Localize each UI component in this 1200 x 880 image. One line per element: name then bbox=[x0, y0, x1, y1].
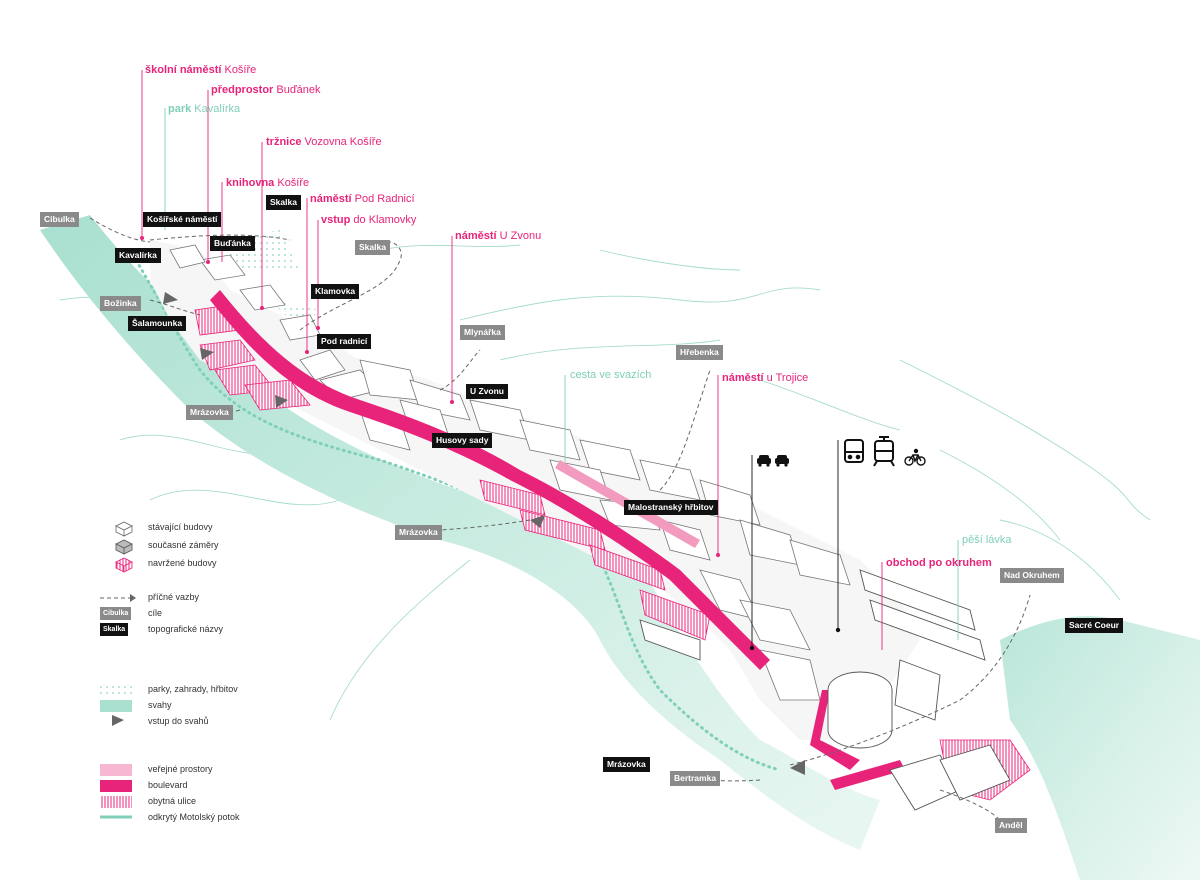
slope-band bbox=[40, 215, 880, 850]
callout-namesti-u-zvonu: náměstí U Zvonu bbox=[455, 230, 542, 242]
callout-knihovna: knihovna Košíře bbox=[226, 177, 310, 189]
target-nad-okruhem: Nad Okruhem bbox=[1000, 568, 1064, 583]
leader-dots bbox=[140, 236, 720, 557]
legend-slope-entry: vstup do svahů bbox=[148, 716, 209, 726]
callout-cesta: cesta ve svazích bbox=[570, 369, 652, 381]
callout-vstup: vstup do Klamovky bbox=[321, 214, 417, 226]
callout-park: park Kavalírka bbox=[168, 103, 241, 115]
topo-klamovka: Klamovka bbox=[311, 284, 360, 299]
target-mrazovka-1: Mrázovka bbox=[186, 405, 233, 420]
slope-band-right bbox=[1000, 616, 1200, 880]
slope-entry-arrows bbox=[163, 292, 805, 775]
target-bozinka: Božinka bbox=[100, 296, 141, 311]
callout-leaders bbox=[141, 70, 959, 650]
target-andel: Anděl bbox=[995, 818, 1027, 833]
legend-motolsky-potok: odkrytý Motolský potok bbox=[148, 812, 240, 822]
topo-salamounka: Šalamounka bbox=[128, 316, 187, 331]
topo-husovy-sady: Husovy sady bbox=[432, 433, 493, 448]
bus-icon bbox=[844, 439, 864, 463]
topo-kavalirka: Kavalírka bbox=[115, 248, 161, 263]
topo-malostransky-hrbitov: Malostranský hřbitov bbox=[624, 500, 718, 515]
legend-residential-street: obytná ulice bbox=[148, 796, 197, 806]
legend-existing: stávající budovy bbox=[148, 522, 213, 532]
topo-u-zvonu: U Zvonu bbox=[466, 384, 508, 399]
topo-sacre-coeur: Sacré Coeur bbox=[1065, 618, 1124, 633]
boulevard-east bbox=[830, 760, 905, 790]
legend-cross-links: příčné vazby bbox=[148, 592, 200, 602]
legend-parks: parky, zahrady, hřbitov bbox=[148, 684, 238, 694]
legend-symbols bbox=[100, 521, 136, 819]
legend-target-sample: Cibulka bbox=[100, 607, 132, 620]
legend-targets: Cibulka cíle bbox=[98, 607, 338, 622]
contour-lines bbox=[59, 244, 1151, 721]
legend-slopes: svahy bbox=[148, 700, 172, 710]
leader-dots-black bbox=[749, 627, 841, 651]
topo-budanka: Buďánka bbox=[210, 236, 255, 251]
callout-namesti-u-trojice: náměstí u Trojice bbox=[722, 372, 809, 384]
legend-proposed: navržené budovy bbox=[148, 558, 217, 568]
motolsky-potok-line bbox=[128, 248, 782, 772]
callout-trznice: tržnice Vozovna Košíře bbox=[266, 136, 382, 148]
boulevard-south bbox=[810, 690, 860, 770]
planned-buildings bbox=[639, 569, 1011, 811]
callout-predprostor: předprostor Buďánek bbox=[211, 84, 321, 96]
car-icon bbox=[757, 455, 771, 467]
bicycle-icon bbox=[904, 448, 926, 466]
legend-public-spaces: veřejné prostory bbox=[148, 764, 213, 774]
target-hrebenka: Hřebenka bbox=[676, 345, 723, 360]
topo-pod-radnici: Pod radnicí bbox=[317, 334, 372, 349]
callout-skolni-namesti: školní náměstí Košíře bbox=[145, 64, 257, 76]
target-mlynarka: Mlynářka bbox=[460, 325, 505, 340]
callout-obchod: obchod po okruhem bbox=[886, 557, 992, 569]
target-skalka: Skalka bbox=[355, 240, 390, 255]
callout-namesti-pod-radnici: náměstí Pod Radnicí bbox=[310, 193, 415, 205]
topo-mrazovka: Mrázovka bbox=[603, 757, 650, 772]
topo-kosirske-namesti: Košířské náměstí bbox=[143, 212, 222, 227]
tram-icon bbox=[873, 436, 895, 467]
legend-topo-sample: Skalka bbox=[100, 623, 129, 636]
target-bertramka: Bertramka bbox=[670, 771, 721, 786]
legend-current-plans: současné záměry bbox=[148, 540, 219, 550]
legend-boulevard: boulevard bbox=[148, 780, 188, 790]
target-mrazovka-2: Mrázovka bbox=[395, 525, 442, 540]
target-cibulka: Cibulka bbox=[40, 212, 79, 227]
legend-topo: Skalka topografické názvy bbox=[98, 623, 338, 638]
callout-pesi-lavka: pěší lávka bbox=[962, 534, 1012, 546]
car-icon bbox=[775, 455, 789, 467]
topo-skalka: Skalka bbox=[266, 195, 301, 210]
